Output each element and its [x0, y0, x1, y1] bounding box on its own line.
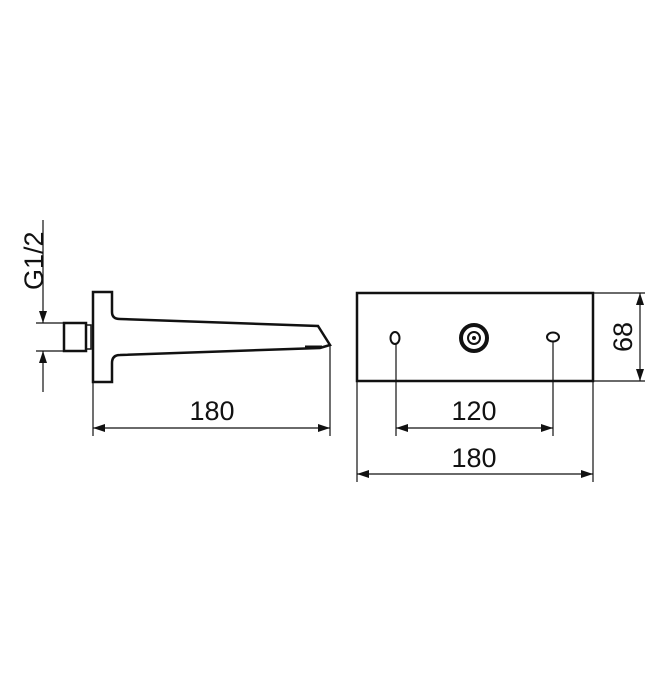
right-fixing-hole [546, 331, 560, 343]
plate-width-label: 180 [451, 443, 496, 473]
cover-plate [355, 291, 595, 383]
thread-size-label: G1/2 [19, 231, 49, 290]
wall-flange [91, 290, 332, 384]
front-view [355, 291, 645, 482]
plate-height-label: 68 [608, 322, 638, 352]
thread-connector [62, 321, 92, 353]
side-view [36, 220, 332, 436]
center-outlet [459, 323, 489, 353]
hole-spacing-label: 120 [451, 396, 496, 426]
left-fixing-hole [389, 331, 401, 345]
spout-length-label: 180 [189, 396, 234, 426]
